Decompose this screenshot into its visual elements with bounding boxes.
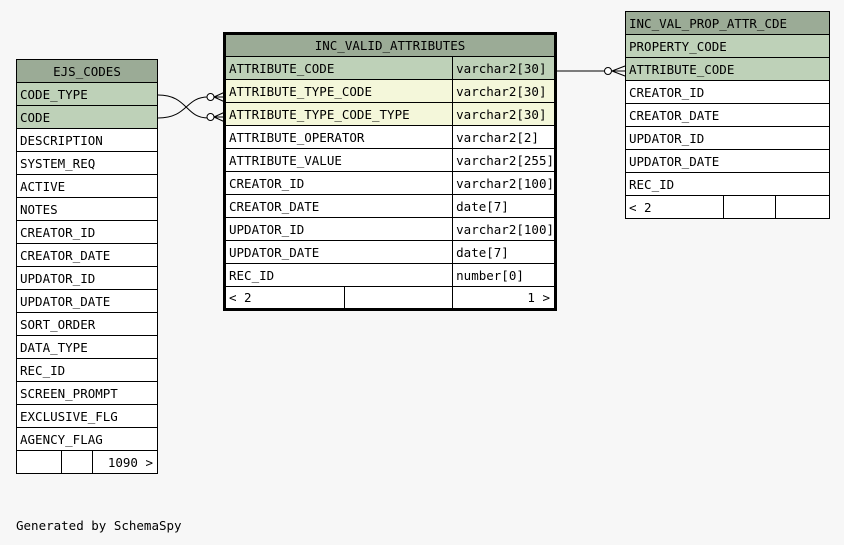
relation-code-type-line	[157, 94, 209, 119]
column-creator-id[interactable]: CREATOR_ID	[16, 220, 158, 244]
children-count[interactable]: 1 >	[452, 286, 556, 310]
column-screen-prompt[interactable]: SCREEN_PROMPT	[16, 381, 158, 405]
column-rec-id[interactable]: REC_ID	[625, 172, 830, 196]
generated-by-text: Generated by SchemaSpy	[16, 518, 182, 533]
relation-optional-marker	[206, 113, 215, 121]
column-system-req[interactable]: SYSTEM_REQ	[16, 151, 158, 175]
column-creator-id[interactable]: CREATOR_ID	[223, 171, 454, 195]
column-attribute-code[interactable]: ATTRIBUTE_CODE	[625, 57, 830, 81]
relation-code-line	[157, 96, 209, 119]
column-type: varchar2[30]	[452, 56, 556, 80]
column-type: varchar2[30]	[452, 79, 556, 103]
column-code[interactable]: CODE	[16, 105, 158, 129]
column-exclusive-flg[interactable]: EXCLUSIVE_FLG	[16, 404, 158, 428]
table-title[interactable]: INC_VAL_PROP_ATTR_CDE	[625, 11, 830, 35]
column-creator-date[interactable]: CREATOR_DATE	[16, 243, 158, 267]
column-updator-id[interactable]: UPDATOR_ID	[625, 126, 830, 150]
column-agency-flag[interactable]: AGENCY_FLAG	[16, 427, 158, 451]
column-rec-id[interactable]: REC_ID	[223, 263, 454, 287]
column-updator-id[interactable]: UPDATOR_ID	[16, 266, 158, 290]
table-ejs-codes[interactable]: EJS_CODES CODE_TYPE CODE DESCRIPTION SYS…	[16, 59, 158, 474]
parents-count	[16, 450, 62, 474]
column-description[interactable]: DESCRIPTION	[16, 128, 158, 152]
parents-count[interactable]: < 2	[223, 286, 346, 310]
footer-spacer	[61, 450, 93, 474]
relation-optional-marker	[604, 67, 612, 75]
column-updator-date[interactable]: UPDATOR_DATE	[16, 289, 158, 313]
table-inc-valid-attributes[interactable]: INC_VALID_ATTRIBUTES ATTRIBUTE_CODE varc…	[223, 32, 557, 311]
column-attribute-code[interactable]: ATTRIBUTE_CODE	[223, 56, 454, 80]
column-data-type[interactable]: DATA_TYPE	[16, 335, 158, 359]
column-updator-id[interactable]: UPDATOR_ID	[223, 217, 454, 241]
column-rec-id[interactable]: REC_ID	[16, 358, 158, 382]
column-type: date[7]	[452, 240, 556, 264]
relation-crowfoot-marker	[213, 111, 226, 123]
column-type: varchar2[100]	[452, 217, 556, 241]
children-count[interactable]: 1090 >	[92, 450, 158, 474]
column-type: number[0]	[452, 263, 556, 287]
parents-count[interactable]: < 2	[625, 195, 724, 219]
column-creator-date[interactable]: CREATOR_DATE	[223, 194, 454, 218]
relation-optional-marker	[206, 93, 215, 101]
column-type: varchar2[255]	[452, 148, 556, 172]
column-type: date[7]	[452, 194, 556, 218]
column-code-type[interactable]: CODE_TYPE	[16, 82, 158, 106]
table-inc-val-prop-attr-cde[interactable]: INC_VAL_PROP_ATTR_CDE PROPERTY_CODE ATTR…	[625, 11, 830, 219]
relation-crowfoot-marker	[611, 65, 626, 77]
footer-spacer	[344, 286, 454, 310]
column-creator-id[interactable]: CREATOR_ID	[625, 80, 830, 104]
column-attribute-type-code-type[interactable]: ATTRIBUTE_TYPE_CODE_TYPE	[223, 102, 454, 126]
column-sort-order[interactable]: SORT_ORDER	[16, 312, 158, 336]
column-updator-date[interactable]: UPDATOR_DATE	[625, 149, 830, 173]
relation-crowfoot-marker	[213, 91, 226, 103]
footer-spacer	[723, 195, 776, 219]
children-count	[775, 195, 830, 219]
